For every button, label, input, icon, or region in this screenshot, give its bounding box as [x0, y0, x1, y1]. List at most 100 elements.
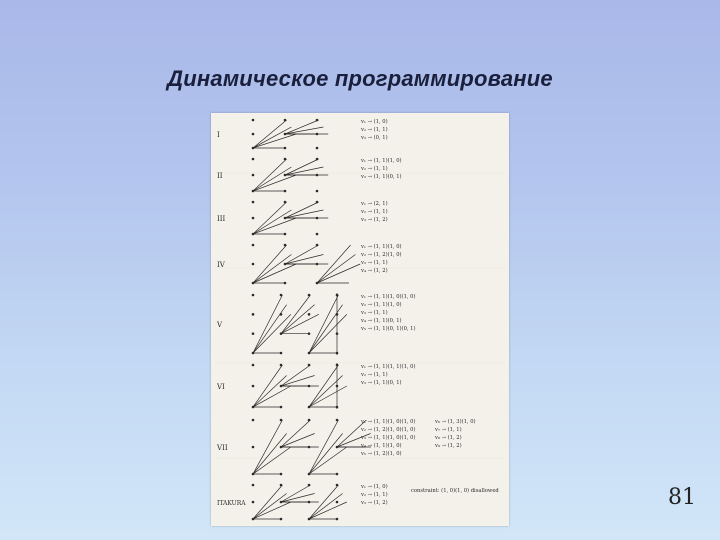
- formula-text-right: v₇ → (1, 1): [434, 426, 462, 433]
- path-segment: [252, 446, 292, 475]
- path-segment: [316, 244, 351, 284]
- path-segment: [280, 419, 311, 448]
- path-segment: [284, 254, 324, 265]
- grid-node: [251, 293, 255, 297]
- path-segment: [308, 385, 347, 408]
- formula-text-right: v₆ → (1, 3)(1, 0): [434, 418, 476, 425]
- formula-text: v₂ → (1, 1): [360, 126, 388, 133]
- grid-node: [315, 232, 319, 236]
- path-segment: [252, 314, 292, 354]
- formula-text: v₁ → (2, 1): [360, 200, 388, 207]
- path-segment: [252, 126, 292, 149]
- formula-text: v₁ → (1, 1)(1, 1)(1, 0): [360, 363, 416, 370]
- grid-node: [335, 500, 339, 504]
- formula-text: v₂ → (1, 1): [360, 491, 388, 498]
- path-segment: [280, 364, 311, 387]
- grid-node: [251, 132, 255, 136]
- formula-text-right: constraint: (1, 0)(1, 0) disallowed: [411, 487, 499, 494]
- formula-text: v₁ → (1, 0): [360, 483, 388, 490]
- grid-node: [251, 445, 255, 449]
- formula-text: v₁ → (1, 0): [360, 118, 388, 125]
- formula-text: v₅ → (1, 2)(1, 0): [360, 450, 402, 457]
- grid-node: [251, 157, 255, 161]
- path-segment: [284, 119, 319, 135]
- path-segment: [252, 484, 283, 520]
- formula-text: v₃ → (1, 1)(0, 1): [360, 379, 402, 386]
- path-segment: [280, 304, 315, 334]
- grid-node: [307, 313, 311, 316]
- path-segment: [308, 304, 343, 354]
- grid-node: [279, 293, 283, 297]
- formula-text: v₂ → (1, 2)(1, 0)(1, 0): [360, 426, 416, 433]
- formula-text: v₂ → (1, 2)(1, 0): [360, 251, 402, 258]
- path-segment: [252, 158, 287, 192]
- formula-text: v₃ → (1, 2): [360, 216, 388, 223]
- formula-text: v₂ → (1, 1): [360, 208, 388, 215]
- grid-node: [251, 332, 255, 335]
- path-segment: [284, 201, 319, 219]
- stage-label: VII: [216, 444, 228, 452]
- path-segment: [316, 254, 356, 284]
- grid-node: [251, 363, 255, 367]
- path-segment: [284, 166, 324, 176]
- slide-title: Динамическое программирование: [167, 66, 553, 91]
- path-segment: [252, 201, 287, 235]
- page-number: 81: [668, 485, 696, 510]
- stage-label: V: [216, 321, 223, 329]
- grid-node: [315, 189, 319, 193]
- formula-text: v₅ → (1, 1)(0, 1)(0, 1): [360, 325, 416, 332]
- formula-text: v₃ → (1, 1): [360, 259, 388, 266]
- path-segment: [252, 294, 283, 354]
- formula-text: v₁ → (1, 1)(1, 0): [360, 157, 402, 164]
- path-segment: [252, 166, 292, 192]
- path-segment: [252, 174, 297, 192]
- path-segment: [252, 263, 297, 284]
- stage-label: III: [217, 215, 226, 223]
- path-segment: [308, 294, 339, 354]
- formula-text: v₁ → (1, 1)(1, 0)(1, 0): [360, 293, 416, 300]
- formula-text: v₄ → (1, 1)(0, 1): [360, 317, 402, 324]
- path-segment: [252, 244, 287, 284]
- formula-text: v₄ → (1, 1)(1, 0): [360, 442, 402, 449]
- path-segment: [252, 419, 283, 475]
- path-segment: [308, 484, 339, 520]
- formula-text: v₂ → (1, 1): [360, 165, 388, 172]
- stage-label: I: [217, 131, 220, 139]
- path-segment: [252, 364, 283, 408]
- formula-text: v₃ → (1, 1)(1, 0)(1, 0): [360, 434, 416, 441]
- path-segment: [252, 385, 291, 408]
- path-segment: [280, 493, 315, 503]
- path-segment: [252, 209, 292, 235]
- grid-node: [251, 118, 255, 122]
- path-segment: [252, 501, 291, 520]
- path-segment: [252, 304, 287, 354]
- path-segment: [284, 244, 319, 265]
- formula-text: v₃ → (1, 1)(0, 1): [360, 173, 402, 180]
- path-segment: [284, 209, 324, 219]
- path-segment: [316, 263, 361, 284]
- path-segment: [308, 501, 347, 520]
- formula-text: v₁ → (1, 1)(1, 0)(1, 0): [360, 418, 416, 425]
- path-segment: [252, 133, 297, 149]
- formula-text-right: v₉ → (1, 2): [434, 442, 462, 449]
- path-segment: [308, 446, 348, 475]
- path-segment: [280, 484, 311, 503]
- formula-text: v₃ → (1, 1): [360, 309, 388, 316]
- grid-node: [251, 384, 255, 388]
- path-segment: [336, 433, 371, 448]
- path-segment: [284, 126, 324, 135]
- stage-label: II: [217, 172, 223, 180]
- path-segment: [284, 158, 319, 176]
- grid-node: [251, 200, 255, 204]
- formula-text: v₃ → (1, 2): [360, 499, 388, 506]
- stage-label: IV: [217, 261, 226, 269]
- grid-node: [251, 418, 255, 422]
- path-segment: [280, 294, 311, 334]
- stage-label: VI: [216, 383, 225, 391]
- path-segment: [308, 433, 343, 475]
- grid-node: [315, 146, 319, 150]
- path-segment: [308, 314, 348, 354]
- formula-text: v₁ → (1, 1)(1, 0): [360, 243, 402, 250]
- grid-node: [251, 262, 255, 266]
